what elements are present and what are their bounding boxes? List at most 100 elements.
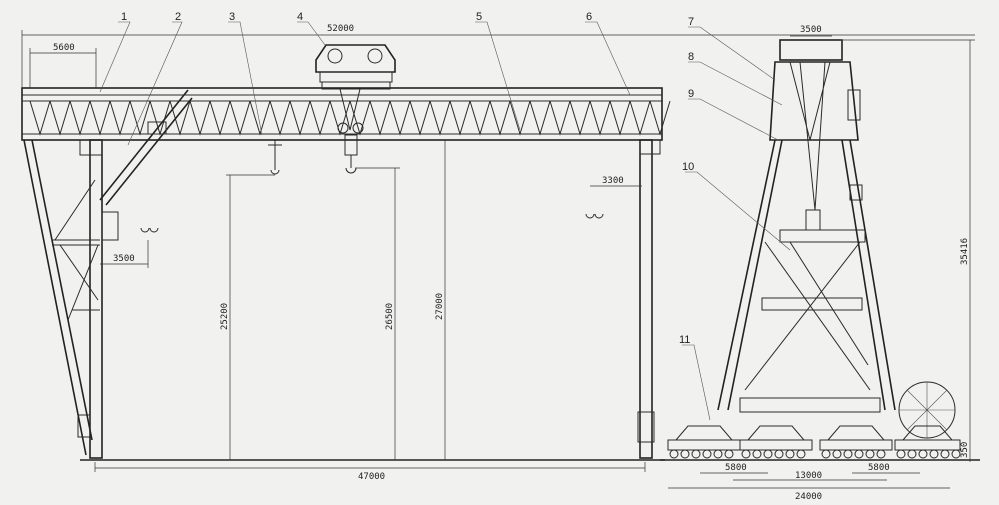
side-frame [717, 39, 956, 439]
dim-35416: 35416 [960, 238, 970, 265]
trolley [315, 44, 396, 156]
dim-25200: 25200 [220, 303, 230, 330]
truss-diagonal [509, 100, 531, 136]
wheel [951, 449, 961, 459]
dim-350: 350 [960, 442, 970, 458]
dim-26500: 26500 [385, 303, 395, 330]
bogie-beam [894, 439, 961, 451]
callout-4: 4 [297, 11, 303, 23]
bogie-frame [674, 425, 734, 441]
callout-1: 1 [121, 11, 127, 23]
truss-diagonal [349, 100, 371, 136]
bogie-frame [746, 425, 806, 441]
wheel [752, 449, 762, 459]
dim-3500-top: 3500 [800, 25, 822, 35]
bogie-beam [739, 439, 813, 451]
dim-52000: 52000 [327, 24, 354, 34]
wheel [691, 449, 701, 459]
callout-9: 9 [688, 88, 694, 100]
wheel [724, 449, 734, 459]
wheel [821, 449, 831, 459]
wheel [865, 449, 875, 459]
truss-diagonal [89, 100, 111, 136]
bogie-beam [819, 439, 893, 451]
wheel [918, 449, 928, 459]
truss-diagonal [649, 100, 671, 136]
callout-11: 11 [679, 334, 690, 346]
dim-3500-left: 3500 [113, 254, 135, 264]
truss-diagonal [569, 100, 591, 136]
wheel-bogies [667, 425, 961, 459]
truss-diagonal [549, 100, 571, 136]
truss-diagonal [69, 100, 91, 136]
wheel [843, 449, 853, 459]
callout-2: 2 [175, 11, 181, 23]
side-view: 3500 35416 350 5800 5800 13000 24000 [660, 25, 980, 502]
wheel [774, 449, 784, 459]
main-girder [21, 87, 671, 141]
wheel [854, 449, 864, 459]
wheel [876, 449, 886, 459]
wheel [741, 449, 751, 459]
wheel [669, 449, 679, 459]
truss-diagonal [229, 100, 251, 136]
truss-diagonal [469, 100, 491, 136]
bogie-frame [826, 425, 886, 441]
wheel [896, 449, 906, 459]
truss-diagonal [389, 100, 411, 136]
wheel [763, 449, 773, 459]
dim-24000: 24000 [795, 492, 822, 502]
girder-truss-diagonals [29, 100, 671, 136]
dim-27000: 27000 [435, 293, 445, 320]
truss-diagonal [129, 100, 151, 136]
truss-diagonal [429, 100, 451, 136]
left-rigid-leg [23, 89, 193, 459]
dim-3300: 3300 [602, 176, 624, 186]
wheel [907, 449, 917, 459]
truss-diagonal [529, 100, 551, 136]
truss-diagonal [329, 100, 351, 136]
front-view: 52000 5600 3500 3300 25200 26500 27000 4… [21, 24, 975, 482]
right-flexible-leg [637, 139, 661, 459]
callout-7: 7 [688, 16, 694, 28]
truss-diagonal [409, 100, 431, 136]
dim-47000: 47000 [358, 472, 385, 482]
truss-diagonal [189, 100, 211, 136]
wheel [713, 449, 723, 459]
truss-diagonal [489, 100, 511, 136]
dim-5800-left: 5800 [725, 463, 747, 473]
dimension-lines [21, 30, 975, 472]
truss-diagonal [309, 100, 331, 136]
callout-3: 3 [229, 11, 235, 23]
truss-diagonal [269, 100, 291, 136]
wheel [796, 449, 806, 459]
dim-13000: 13000 [795, 471, 822, 481]
truss-diagonal [209, 100, 231, 136]
callout-6: 6 [586, 11, 592, 23]
truss-diagonal [629, 100, 651, 136]
callout-leaders [99, 21, 791, 421]
truss-diagonal [289, 100, 311, 136]
bogie-beam [667, 439, 741, 451]
callout-5: 5 [476, 11, 482, 23]
truss-diagonal [449, 100, 471, 136]
truss-diagonal [109, 100, 131, 136]
truss-diagonal [609, 100, 631, 136]
dim-5600: 5600 [53, 43, 75, 53]
callout-8: 8 [688, 51, 694, 63]
truss-diagonal [249, 100, 271, 136]
dim-5800-right: 5800 [868, 463, 890, 473]
truss-diagonal [369, 100, 391, 136]
truss-diagonal [29, 100, 51, 136]
wheel [832, 449, 842, 459]
wheel [702, 449, 712, 459]
wheel [940, 449, 950, 459]
wheel [680, 449, 690, 459]
truss-diagonal [49, 100, 71, 136]
wheel [929, 449, 939, 459]
side-dimension-lines [668, 35, 975, 489]
hooks [140, 140, 604, 233]
callout-10: 10 [682, 161, 694, 173]
